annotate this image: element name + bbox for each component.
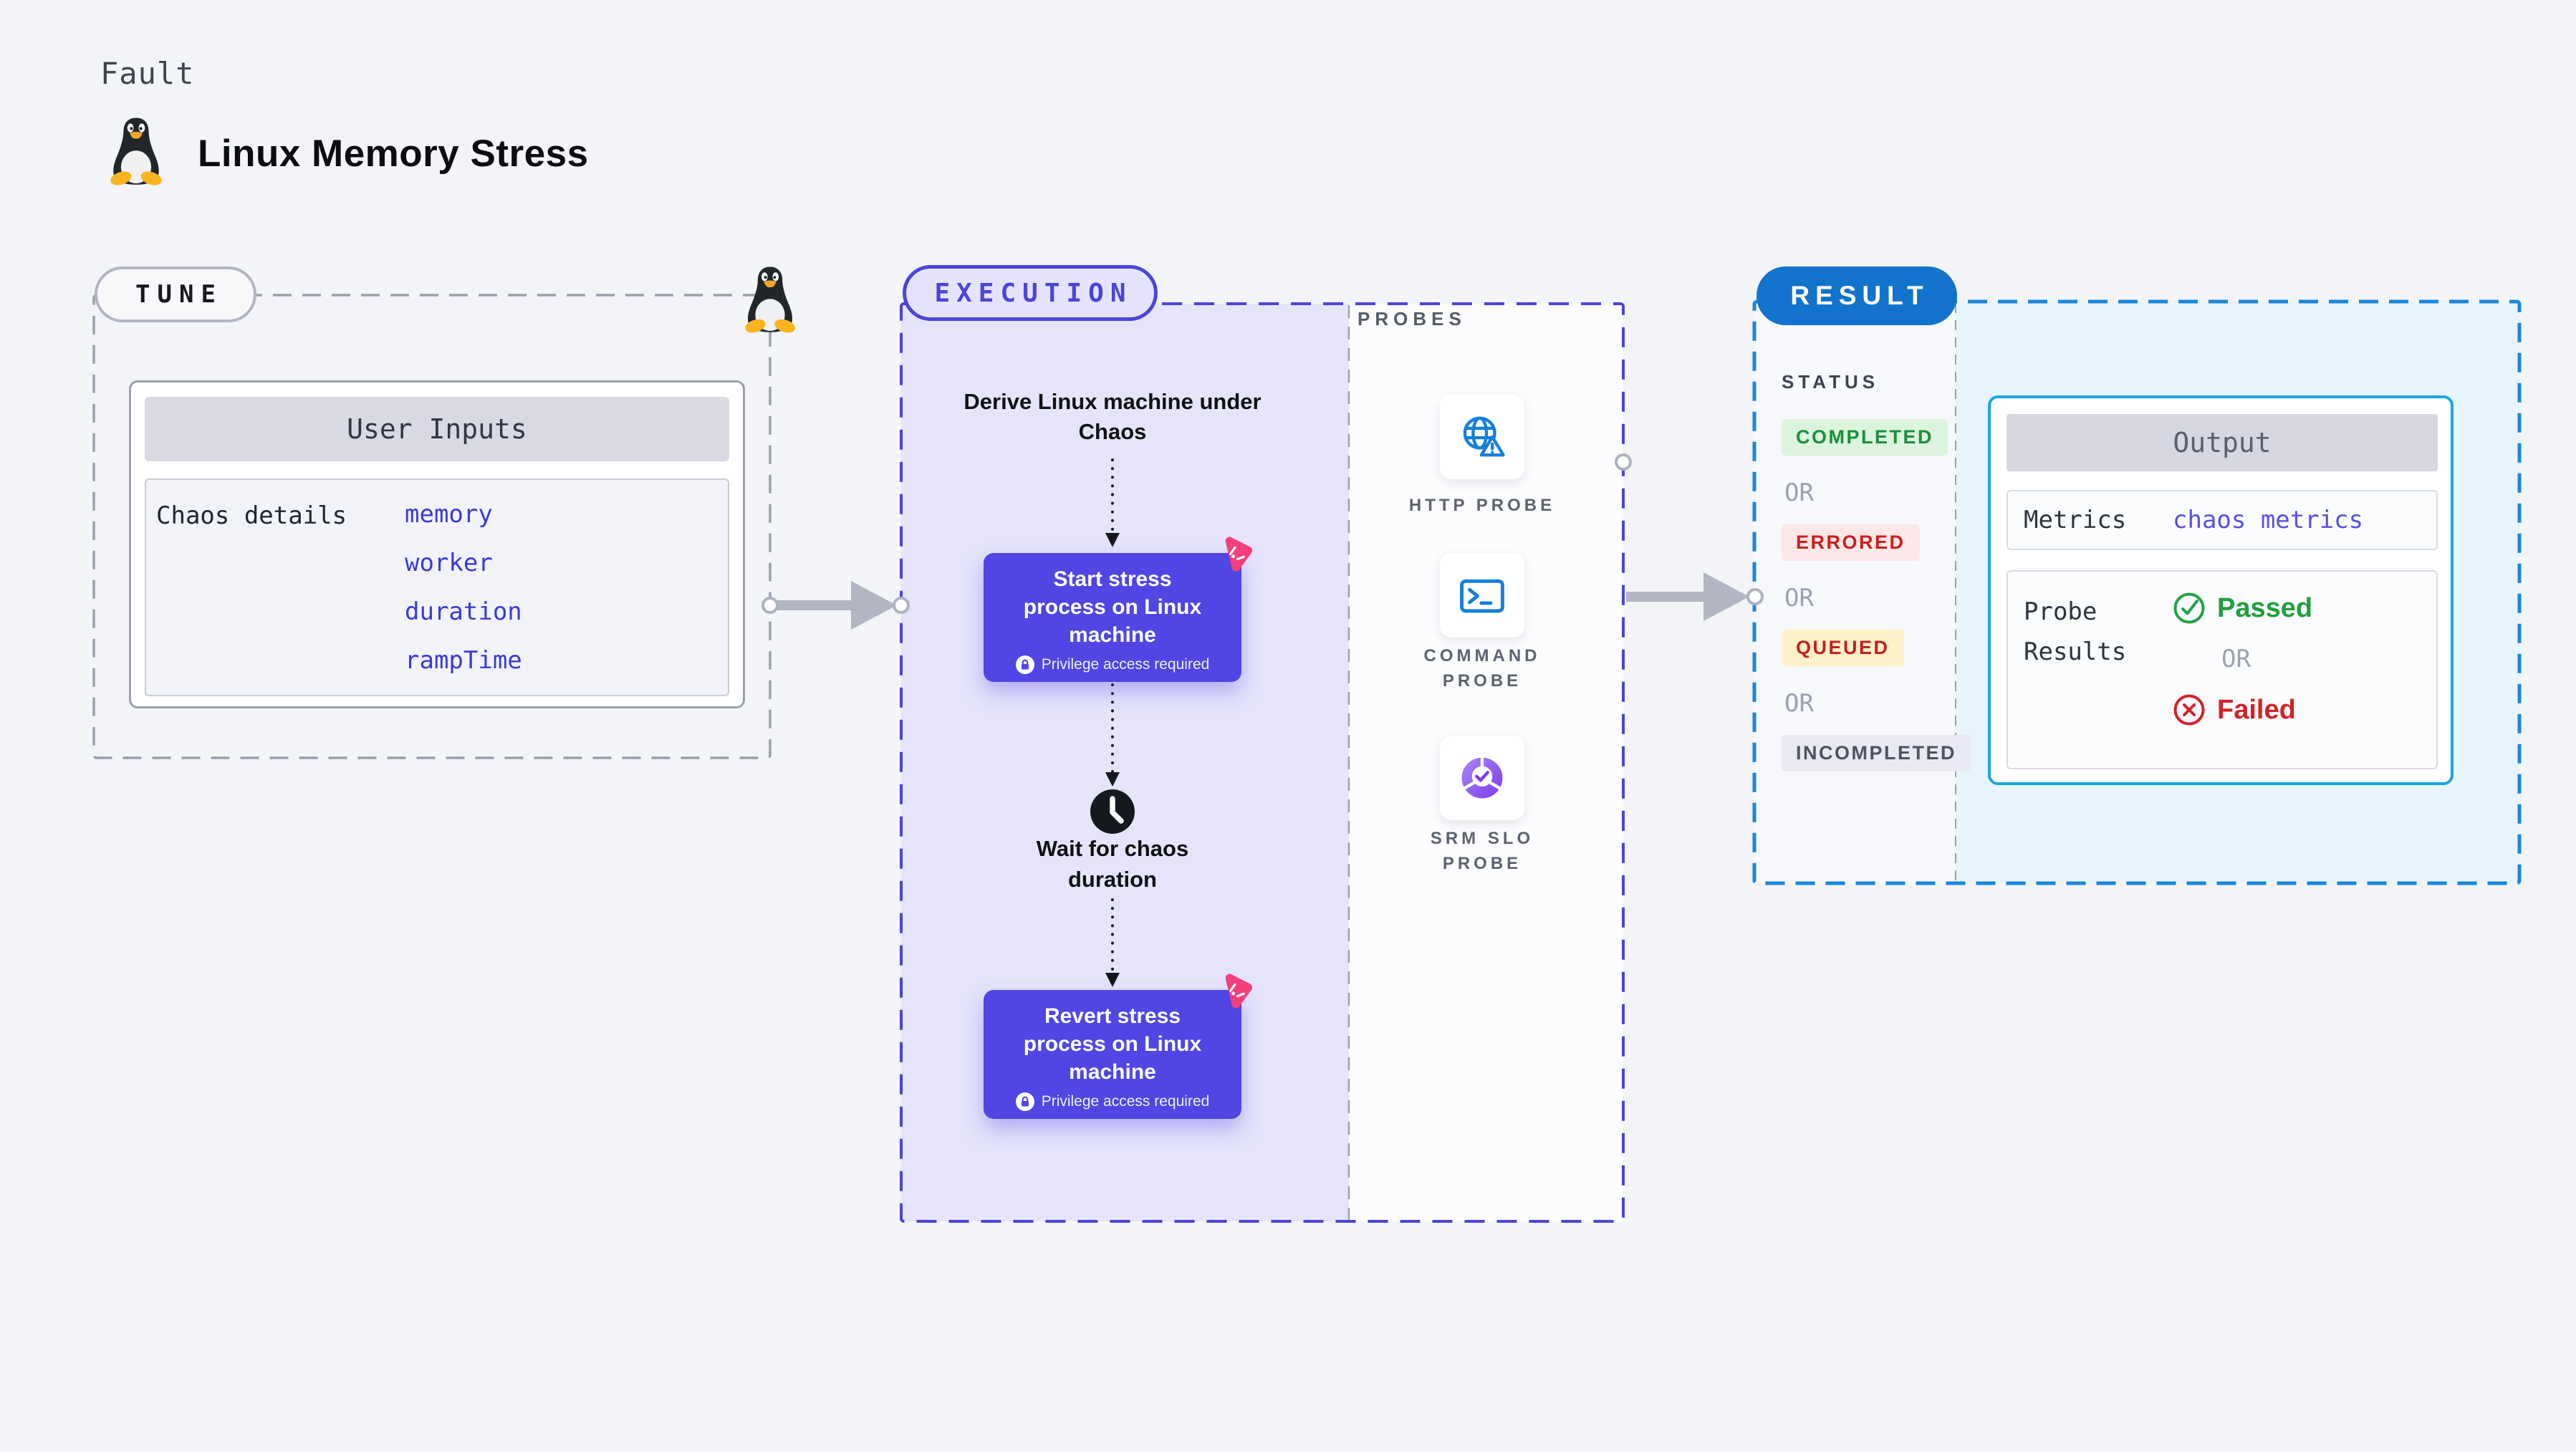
command-probe-card[interactable] (1440, 553, 1524, 638)
slo-pie-check-icon (1461, 756, 1503, 799)
failed-line: Failed (2173, 693, 2312, 726)
chaos-details-values: memory worker duration rampTime (405, 500, 522, 695)
output-header: Output (2007, 414, 2438, 471)
execution-input-port (893, 597, 910, 614)
user-inputs-header: User Inputs (145, 397, 729, 461)
output-card: Output Metrics chaos metrics Probe Resul… (1988, 395, 2454, 785)
check-circle-icon (2173, 592, 2205, 624)
command-probe-label: COMMAND PROBE (1423, 646, 1541, 691)
start-stress-title: Start stress process on Linux machine (1023, 567, 1202, 647)
revert-stress-node[interactable]: Revert stress process on Linux machine P… (984, 973, 1253, 1119)
metrics-row: Metrics chaos metrics (2007, 490, 2438, 550)
or-separator: OR (1784, 689, 1814, 718)
page-kicker: Fault (100, 56, 195, 91)
probe-results-row: Probe Results Passed OR Failed (2007, 570, 2438, 769)
globe-warning-icon (1463, 416, 1505, 457)
chaos-fault-icon (1225, 973, 1253, 1009)
page-title: Linux Memory Stress (198, 133, 589, 175)
user-inputs-body (145, 479, 729, 696)
probe-results-label: Probe Results (2024, 597, 2127, 666)
input-ramptime: rampTime (405, 646, 522, 675)
execution-to-result-arrowhead (1703, 572, 1749, 621)
status-label: STATUS (1782, 371, 1880, 393)
or-separator: OR (1784, 584, 1814, 612)
lock-icon (1015, 655, 1034, 674)
probes-section-label: PROBES (1357, 308, 1466, 330)
privilege-note: Privilege access required (1041, 656, 1210, 673)
x-circle-icon (2173, 694, 2205, 726)
status-badge-errored: ERRORED (1782, 524, 1920, 561)
tune-tux-icon (743, 266, 797, 335)
result-input-port (1746, 588, 1764, 605)
or-separator: OR (1784, 479, 1814, 507)
chaos-fault-icon (1225, 537, 1253, 572)
metrics-label: Metrics (2024, 506, 2127, 534)
result-section-pill: RESULT (1756, 266, 1957, 325)
input-memory: memory (405, 500, 493, 529)
tune-dashed-border (92, 294, 772, 759)
lock-icon (1015, 1092, 1034, 1111)
or-separator: OR (2221, 645, 2251, 673)
derive-step-text: Derive Linux machine under Chaos (963, 389, 1261, 444)
srm-slo-probe-card[interactable] (1440, 736, 1524, 820)
linux-tux-icon (108, 117, 164, 188)
status-badge-queued: QUEUED (1782, 630, 1904, 666)
srm-slo-probe-label: SRM SLO PROBE (1430, 829, 1534, 873)
http-probe-card[interactable] (1440, 395, 1524, 479)
passed-label: Passed (2217, 592, 2313, 623)
revert-stress-title: Revert stress process on Linux machine (1023, 1004, 1202, 1084)
wait-step-text: Wait for chaos duration (1036, 836, 1189, 892)
tune-to-execution-arrowhead (851, 581, 897, 630)
http-probe-label: HTTP PROBE (1408, 496, 1556, 515)
terminal-icon (1460, 579, 1504, 613)
execution-section-pill: EXECUTION (903, 265, 1158, 321)
wait-clock-icon (1089, 788, 1136, 835)
privilege-note: Privilege access required (1041, 1093, 1210, 1110)
execution-side-port (1615, 453, 1632, 471)
start-stress-node[interactable]: Start stress process on Linux machine Pr… (984, 537, 1253, 682)
status-badge-incompleted: INCOMPLETED (1782, 735, 1971, 771)
status-badge-completed: COMPLETED (1782, 419, 1948, 456)
tune-section-pill: TUNE (95, 266, 256, 322)
result-status-background (1754, 302, 1956, 883)
input-duration: duration (405, 597, 522, 626)
failed-label: Failed (2217, 694, 2296, 725)
chaos-details-label: Chaos details (156, 501, 347, 530)
input-worker: worker (405, 549, 493, 577)
execution-dashed-border (900, 302, 1625, 1223)
metrics-value: chaos metrics (2173, 506, 2364, 534)
passed-line: Passed (2173, 592, 2312, 625)
tune-output-port (761, 597, 779, 614)
